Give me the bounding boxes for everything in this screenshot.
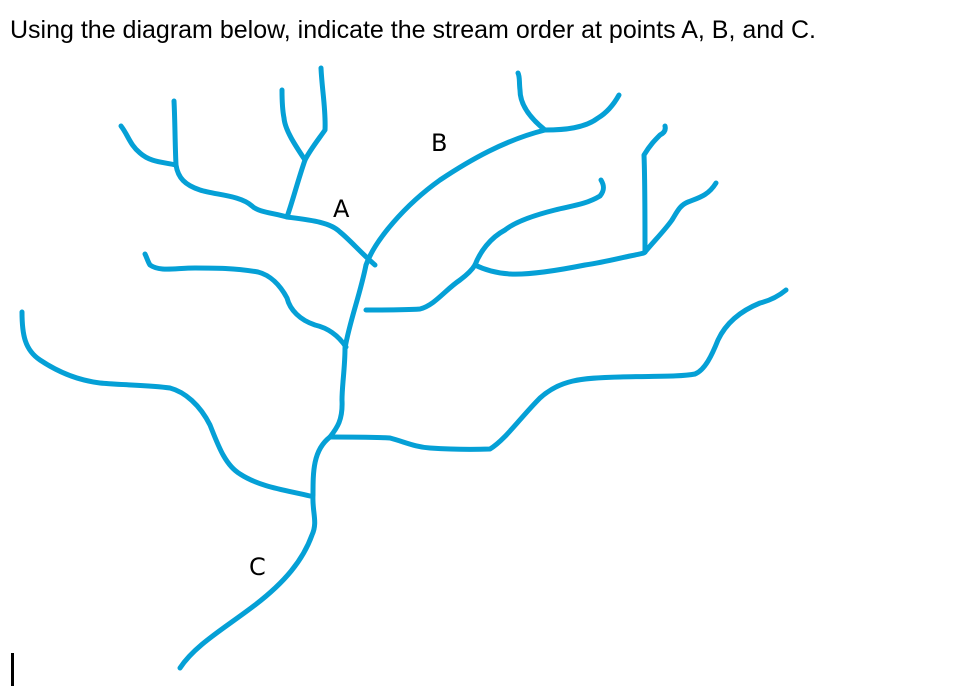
stream-east-loop (472, 177, 606, 268)
stream-far-east (327, 287, 789, 452)
stream-a-west-twig (118, 123, 179, 168)
stream-east-twig (642, 180, 719, 255)
stream-a-north (284, 65, 328, 220)
stream-a-lower-west (171, 98, 290, 220)
stream-east-lower (363, 262, 478, 313)
stream-a-north-twig (279, 87, 308, 163)
question-text: Using the diagram below, indicate the st… (10, 16, 816, 44)
stream-a (284, 214, 378, 268)
stream-far-west (19, 309, 313, 499)
stream-east-north (641, 123, 668, 255)
point-label-c: C (249, 553, 266, 581)
stream-east-junction (472, 249, 648, 277)
stream-b-fork-east (542, 92, 622, 133)
point-label-a: A (333, 195, 350, 223)
text-cursor (11, 653, 14, 686)
point-label-b: B (431, 129, 447, 157)
stream-b-fork-north (515, 70, 548, 133)
stream-west-middle (142, 251, 349, 350)
stream-network (19, 65, 789, 671)
main-stream (177, 127, 548, 671)
